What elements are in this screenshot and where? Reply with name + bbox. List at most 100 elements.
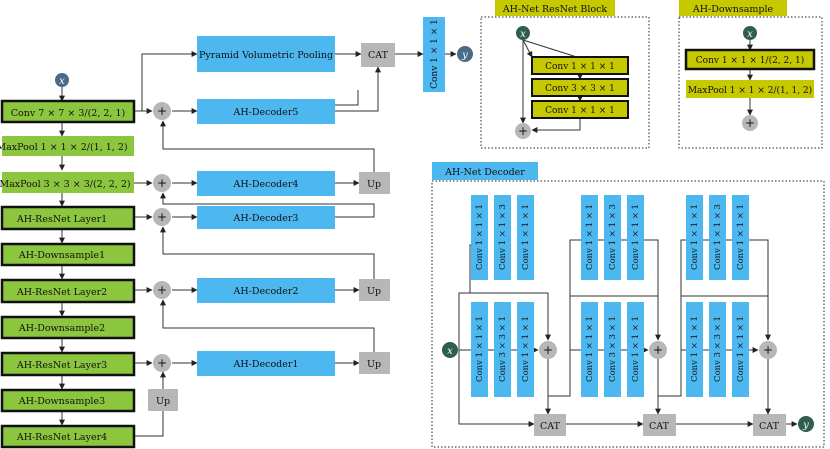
svg-text:Conv 1 × 1 × 3: Conv 1 × 1 × 3 (498, 204, 508, 270)
svg-text:Conv 7 × 7 × 3/(2, 2, 1): Conv 7 × 7 × 3/(2, 2, 1) (11, 108, 125, 119)
svg-text:MaxPool 1 × 1 × 2/(1, 1, 2): MaxPool 1 × 1 × 2/(1, 1, 2) (688, 85, 812, 96)
svg-text:AH-Downsample2: AH-Downsample2 (18, 323, 105, 334)
svg-text:+: + (763, 343, 773, 357)
svg-text:Conv 1 × 1 × 1/(2, 2, 1): Conv 1 × 1 × 1/(2, 2, 1) (696, 55, 804, 66)
svg-text:MaxPool 3 × 3 × 3/(2, 2, 2): MaxPool 3 × 3 × 3/(2, 2, 2) (0, 179, 131, 190)
resnet3-box: AH-ResNet Layer3 (0, 351, 136, 377)
svg-text:Conv 1 × 1 × 1: Conv 1 × 1 × 1 (475, 316, 485, 382)
svg-text:+: + (518, 124, 528, 138)
svg-text:AH-ResNet Layer3: AH-ResNet Layer3 (16, 360, 107, 371)
plus-node-2: + (153, 281, 171, 299)
svg-text:AH-Decoder1: AH-Decoder1 (233, 359, 299, 370)
up-box-bottom: Up (148, 389, 178, 411)
svg-text:+: + (157, 210, 167, 224)
svg-text:Conv 1 × 1 × 1: Conv 1 × 1 × 1 (545, 62, 615, 72)
svg-text:AH-Decoder4: AH-Decoder4 (233, 179, 299, 190)
decoder2-box: AH-Decoder2 (197, 278, 335, 303)
svg-text:AH-ResNet Layer1: AH-ResNet Layer1 (16, 214, 107, 225)
svg-text:Up: Up (367, 359, 381, 370)
pyramid-box: Pyramid Volumetric Pooling (197, 36, 335, 72)
resnet-block-panel: AH-Net ResNet Block x Conv 1 × 1 × 1 Con… (480, 0, 650, 149)
svg-text:AH-Decoder5: AH-Decoder5 (233, 107, 299, 118)
svg-text:+: + (157, 104, 167, 118)
decoder4-box: AH-Decoder4 (197, 171, 335, 196)
svg-text:Conv 1 × 1 × 1: Conv 1 × 1 × 1 (690, 204, 700, 270)
svg-text:Up: Up (367, 286, 381, 297)
svg-text:Conv 1 × 1 × 1: Conv 1 × 1 × 1 (736, 316, 746, 382)
svg-text:AH-Downsample: AH-Downsample (692, 4, 774, 15)
decoder3-box: AH-Decoder3 (197, 206, 335, 229)
up-box-4: Up (359, 172, 390, 194)
down1-box: AH-Downsample1 (0, 242, 136, 267)
svg-text:AH-Decoder3: AH-Decoder3 (233, 213, 299, 224)
cat-box-top: CAT (361, 43, 395, 67)
decoder1-box: AH-Decoder1 (197, 351, 335, 376)
decoder-connectors (458, 239, 798, 427)
svg-text:Conv 3 × 3 × 1: Conv 3 × 3 × 1 (713, 316, 723, 382)
output-node: y (457, 46, 473, 62)
input-node: x (55, 73, 69, 87)
resnet1-box: AH-ResNet Layer1 (0, 205, 136, 231)
resnet4-box: AH-ResNet Layer4 (0, 424, 136, 449)
svg-text:CAT: CAT (759, 421, 780, 432)
svg-text:Conv 1 × 1 × 1: Conv 1 × 1 × 1 (736, 204, 746, 270)
svg-text:AH-ResNet Layer4: AH-ResNet Layer4 (16, 432, 107, 443)
decoder5-box: AH-Decoder5 (197, 99, 335, 124)
svg-text:Conv 1 × 1 × 1: Conv 1 × 1 × 1 (631, 316, 641, 382)
svg-text:AH-ResNet Layer2: AH-ResNet Layer2 (16, 287, 107, 298)
svg-text:Conv 1 × 1 × 1: Conv 1 × 1 × 1 (585, 316, 595, 382)
plus-node-1: + (153, 354, 171, 372)
svg-text:AH-Net Decoder: AH-Net Decoder (444, 167, 525, 178)
svg-text:x: x (747, 29, 753, 40)
svg-text:Conv 1 × 1 × 1: Conv 1 × 1 × 1 (475, 204, 485, 270)
svg-text:+: + (157, 176, 167, 190)
resnet2-box: AH-ResNet Layer2 (0, 278, 136, 304)
svg-text:AH-Downsample3: AH-Downsample3 (18, 396, 105, 407)
svg-text:AH-Downsample1: AH-Downsample1 (18, 250, 105, 261)
left-connectors (59, 51, 457, 437)
svg-text:Conv 1 × 1 × 3: Conv 1 × 1 × 3 (608, 204, 618, 270)
maxpool1-box: MaxPool 1 × 1 × 2/(1, 1, 2) (0, 136, 134, 156)
svg-text:Up: Up (156, 396, 170, 407)
svg-text:Conv 3 × 3 × 1: Conv 3 × 3 × 1 (545, 84, 615, 94)
svg-text:x: x (520, 29, 526, 40)
svg-text:+: + (157, 356, 167, 370)
plus-node-5: + (153, 102, 171, 120)
svg-text:+: + (653, 343, 663, 357)
svg-text:Pyramid Volumetric Pooling: Pyramid Volumetric Pooling (199, 50, 333, 61)
up-box-1: Up (359, 352, 390, 374)
plus-node-3: + (153, 208, 171, 226)
downsample-panel: AH-Downsample x Conv 1 × 1 × 1/(2, 2, 1)… (678, 0, 823, 149)
svg-text:AH-Net ResNet Block: AH-Net ResNet Block (502, 4, 608, 15)
svg-text:Conv 1 × 1 × 1: Conv 1 × 1 × 1 (631, 204, 641, 270)
down2-box: AH-Downsample2 (0, 315, 136, 340)
svg-text:Conv 3 × 3 × 1: Conv 3 × 3 × 1 (608, 316, 618, 382)
conv-box: Conv 7 × 7 × 3/(2, 2, 1) (0, 99, 136, 124)
svg-text:Conv 1 × 1 × 1: Conv 1 × 1 × 1 (585, 204, 595, 270)
decoder-panel: AH-Net Decoder Conv 1 × 1 × 1 (431, 162, 825, 448)
svg-text:CAT: CAT (649, 421, 670, 432)
svg-text:Conv 1 × 1 × 1: Conv 1 × 1 × 1 (430, 19, 440, 89)
svg-text:CAT: CAT (540, 421, 561, 432)
svg-text:Conv 1 × 1 × 1: Conv 1 × 1 × 1 (545, 106, 615, 116)
final-conv-box: Conv 1 × 1 × 1 (423, 17, 445, 92)
svg-text:y: y (461, 50, 468, 61)
svg-text:+: + (157, 283, 167, 297)
svg-text:y: y (802, 420, 809, 431)
svg-text:Conv 3 × 3 × 1: Conv 3 × 3 × 1 (498, 316, 508, 382)
svg-text:Conv 1 × 1 × 3: Conv 1 × 1 × 3 (713, 204, 723, 270)
svg-text:Up: Up (367, 179, 381, 190)
up-box-2: Up (359, 279, 390, 301)
svg-text:Conv 1 × 1 × 1: Conv 1 × 1 × 1 (521, 204, 531, 270)
svg-text:Conv 1 × 1 × 1: Conv 1 × 1 × 1 (690, 316, 700, 382)
down3-box: AH-Downsample3 (0, 388, 136, 413)
svg-text:AH-Decoder2: AH-Decoder2 (233, 286, 299, 297)
svg-text:Conv 1 × 1 × 1: Conv 1 × 1 × 1 (521, 316, 531, 382)
plus-node-4: + (153, 174, 171, 192)
svg-text:+: + (745, 116, 755, 130)
maxpool2-box: MaxPool 3 × 3 × 3/(2, 2, 2) (0, 172, 134, 193)
svg-text:x: x (447, 346, 453, 357)
svg-text:CAT: CAT (368, 50, 389, 61)
